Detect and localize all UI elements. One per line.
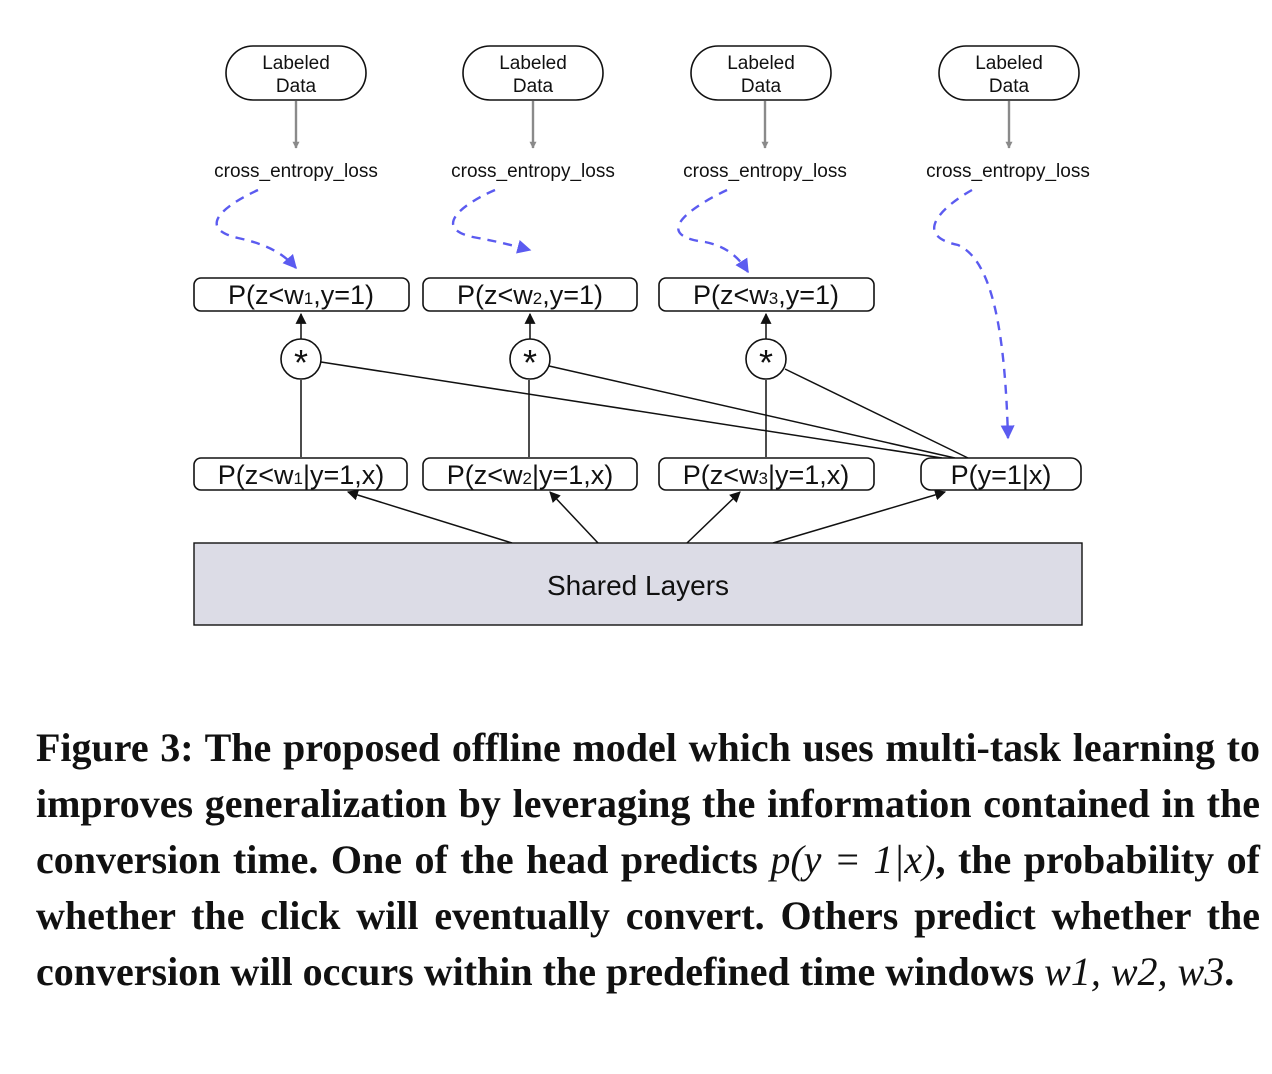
labeled-data-node-1: Labeled Data bbox=[225, 45, 367, 101]
multiply-symbol: * bbox=[759, 342, 773, 383]
svg-text:P(z<w3|y=1,x): P(z<w3|y=1,x) bbox=[683, 460, 850, 490]
cond-head-1: P(z<w1|y=1,x) bbox=[193, 457, 408, 491]
conversion-head: P(y=1|x) bbox=[920, 457, 1082, 491]
cond-head-subscript: 3 bbox=[759, 469, 768, 488]
svg-text:P(z<w2|y=1,x): P(z<w2|y=1,x) bbox=[447, 460, 614, 490]
offline-model-diagram: Labeled Data Labeled Data Labeled Data L… bbox=[193, 45, 1090, 626]
shared-to-head-arrow-2 bbox=[549, 491, 599, 544]
caption-text-2: , the probability of whether the click w… bbox=[36, 837, 1260, 994]
cond-head-suffix: |y=1,x) bbox=[532, 460, 613, 490]
labeled-data-label-line1: Labeled bbox=[727, 53, 795, 74]
joint-head-suffix: ,y=1) bbox=[778, 280, 839, 310]
shared-layers-block: Shared Layers bbox=[193, 542, 1083, 626]
labeled-data-label-line1: Labeled bbox=[975, 53, 1043, 74]
cond-head-3: P(z<w3|y=1,x) bbox=[658, 457, 875, 491]
joint-head-2: P(z<w2,y=1) bbox=[422, 277, 638, 312]
cond-head-prefix: P(z<w bbox=[447, 460, 523, 490]
labeled-data-node-4: Labeled Data bbox=[938, 45, 1080, 101]
loss-dashed-arrow-2 bbox=[452, 188, 532, 254]
svg-text:P(z<w1|y=1,x): P(z<w1|y=1,x) bbox=[218, 460, 385, 490]
joint-head-subscript: 2 bbox=[533, 289, 542, 308]
caption-math-probability: p(y = 1|x) bbox=[770, 837, 936, 882]
loss-dashed-arrow-1 bbox=[215, 188, 297, 270]
labeled-data-label-line2: Data bbox=[276, 76, 317, 97]
svg-text:P(z<w2,y=1): P(z<w2,y=1) bbox=[457, 280, 603, 310]
joint-head-1: P(z<w1,y=1) bbox=[193, 277, 410, 312]
loss-dashed-arrow-3 bbox=[677, 188, 750, 274]
cond-head-suffix: |y=1,x) bbox=[303, 460, 384, 490]
joint-head-subscript: 1 bbox=[304, 289, 313, 308]
joint-head-subscript: 3 bbox=[769, 289, 778, 308]
joint-head-suffix: ,y=1) bbox=[313, 280, 374, 310]
loss-dashed-arrow-4 bbox=[933, 188, 1015, 440]
labeled-data-label-line1: Labeled bbox=[499, 53, 567, 74]
joint-head-prefix: P(z<w bbox=[693, 280, 769, 310]
caption-text-1: Figure 3: The proposed offline model whi… bbox=[36, 725, 1260, 882]
cond-head-2: P(z<w2|y=1,x) bbox=[422, 457, 638, 491]
labeled-data-node-2: Labeled Data bbox=[462, 45, 604, 101]
conversion-to-multiply-line-1 bbox=[320, 361, 943, 459]
shared-layers-label: Shared Layers bbox=[547, 570, 729, 601]
shared-to-head-arrow-3 bbox=[686, 491, 741, 544]
joint-head-prefix: P(z<w bbox=[228, 280, 304, 310]
shared-to-head-arrow-4 bbox=[772, 489, 947, 544]
joint-head-prefix: P(z<w bbox=[457, 280, 533, 310]
loss-label-3: cross_entropy_loss bbox=[683, 161, 847, 182]
multiply-node-3: * bbox=[745, 338, 787, 383]
labeled-data-label-line2: Data bbox=[741, 76, 782, 97]
conversion-to-multiply-line-3 bbox=[784, 368, 969, 459]
multiply-node-1: * bbox=[280, 338, 322, 383]
conversion-to-multiply-line-2 bbox=[548, 365, 956, 459]
cond-head-prefix: P(z<w bbox=[218, 460, 294, 490]
multiply-symbol: * bbox=[523, 342, 537, 383]
caption-text-3: . bbox=[1224, 949, 1235, 994]
multiply-node-2: * bbox=[509, 338, 551, 383]
svg-text:P(z<w3,y=1): P(z<w3,y=1) bbox=[693, 280, 839, 310]
loss-label-4: cross_entropy_loss bbox=[926, 161, 1090, 182]
joint-head-suffix: ,y=1) bbox=[542, 280, 603, 310]
caption-math-windows: w1, w2, w3 bbox=[1044, 949, 1225, 994]
svg-text:P(z<w1,y=1): P(z<w1,y=1) bbox=[228, 280, 374, 310]
joint-head-3: P(z<w3,y=1) bbox=[658, 277, 875, 312]
cond-head-suffix: |y=1,x) bbox=[768, 460, 849, 490]
multiply-symbol: * bbox=[294, 342, 308, 383]
cond-head-subscript: 2 bbox=[523, 469, 532, 488]
cond-head-subscript: 1 bbox=[294, 469, 303, 488]
labeled-data-label-line1: Labeled bbox=[262, 53, 330, 74]
labeled-data-label-line2: Data bbox=[513, 76, 554, 97]
shared-to-head-arrow-1 bbox=[346, 489, 513, 544]
labeled-data-node-3: Labeled Data bbox=[690, 45, 832, 101]
figure-caption: Figure 3: The proposed offline model whi… bbox=[36, 720, 1260, 1000]
loss-label-2: cross_entropy_loss bbox=[451, 161, 615, 182]
loss-label-1: cross_entropy_loss bbox=[214, 161, 378, 182]
labeled-data-label-line2: Data bbox=[989, 76, 1030, 97]
cond-head-prefix: P(z<w bbox=[683, 460, 759, 490]
conversion-head-label: P(y=1|x) bbox=[951, 460, 1052, 490]
